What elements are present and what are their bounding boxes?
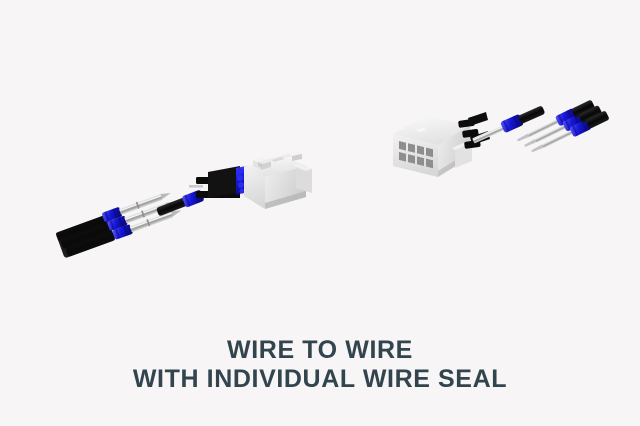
terminal-contact bbox=[119, 193, 171, 215]
individual-wire-seal-group-right bbox=[555, 108, 592, 137]
individual-wire-seal bbox=[569, 119, 592, 137]
plug-housing-side-face bbox=[438, 125, 470, 177]
left-wire-bundle-group bbox=[56, 193, 182, 258]
individual-wire-seal bbox=[112, 224, 133, 240]
terminal-pin-group bbox=[517, 118, 574, 153]
caption-block: WIRE TO WIRE WITH INDIVIDUAL WIRE SEAL bbox=[0, 336, 640, 394]
upper-right-assembly bbox=[393, 100, 609, 177]
housing-top-face bbox=[244, 157, 306, 177]
plug-housing bbox=[393, 116, 472, 177]
terminal-pin bbox=[524, 124, 567, 147]
cavity-grid bbox=[399, 141, 433, 169]
individual-wire-seal-group-left bbox=[102, 207, 133, 240]
receptacle-housing bbox=[189, 151, 312, 209]
housing-front-face bbox=[244, 166, 265, 209]
black-wire bbox=[156, 197, 187, 216]
individual-wire-seal bbox=[500, 114, 524, 133]
terminal-contact-group-left bbox=[119, 193, 182, 233]
right-single-wire-assembly bbox=[472, 106, 545, 144]
rear-terminal-stubs-left bbox=[189, 166, 240, 198]
front-wire-seal-strip bbox=[236, 166, 246, 195]
terminal-pin bbox=[517, 118, 560, 142]
black-wire bbox=[518, 106, 545, 124]
terminal-pin bbox=[531, 129, 574, 153]
caption-line-1: WIRE TO WIRE bbox=[227, 336, 413, 364]
individual-wire-seal bbox=[102, 207, 123, 222]
right-pin-terminal-group bbox=[517, 100, 609, 153]
caption-line-2: WITH INDIVIDUAL WIRE SEAL bbox=[132, 365, 508, 393]
lower-left-assembly bbox=[56, 151, 312, 258]
individual-wire-seal bbox=[107, 215, 128, 231]
black-wire-bundle bbox=[56, 215, 115, 258]
black-wire-group-right bbox=[572, 100, 609, 129]
terminal-contact bbox=[129, 210, 182, 233]
plug-housing-top-face bbox=[393, 116, 470, 145]
